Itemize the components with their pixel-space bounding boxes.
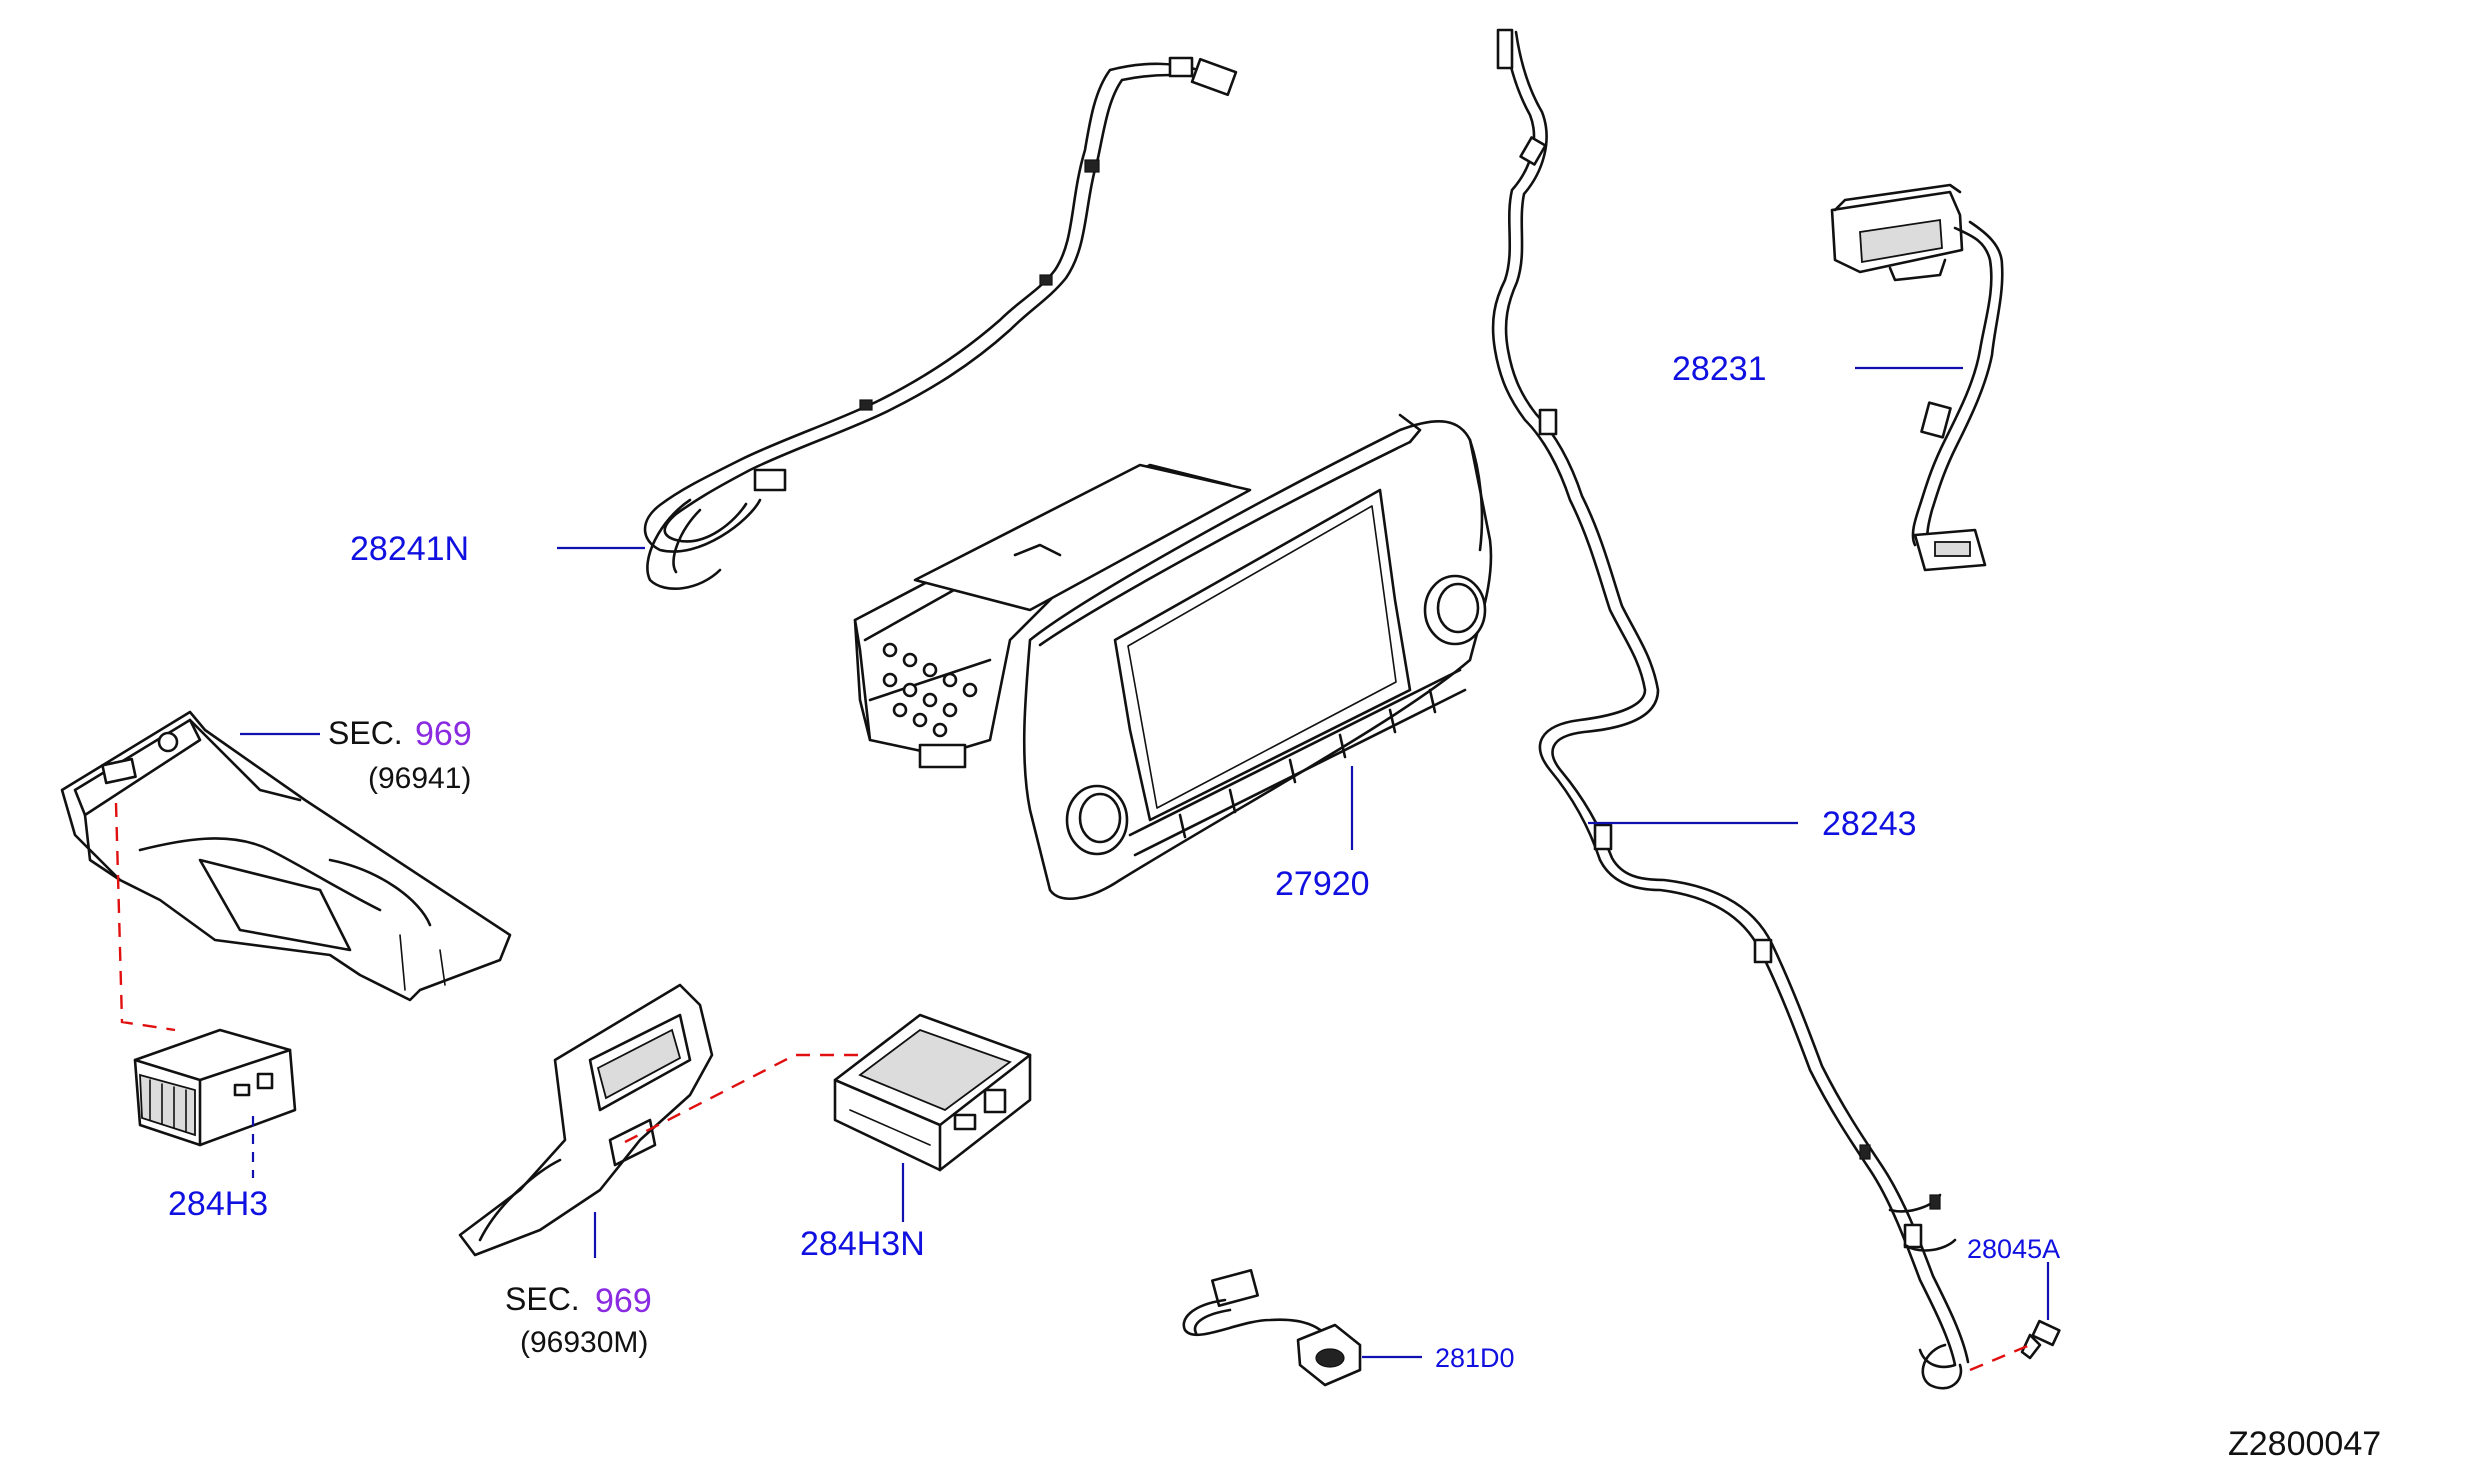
- part-number-281d0[interactable]: 281D0: [1435, 1343, 1515, 1373]
- sec-label-96941: SEC.: [328, 715, 403, 751]
- part-number-28241n[interactable]: 28241N: [350, 530, 469, 568]
- console-96930m-drawing: [458, 983, 714, 1257]
- part-number-27920[interactable]: 27920: [1275, 865, 1370, 903]
- harness-28241n-drawing: [643, 56, 1238, 591]
- diagram-code: Z2800047: [2228, 1425, 2381, 1463]
- bolt-28045a-drawing: [2020, 1319, 2061, 1360]
- sec-link-969-96930m[interactable]: 969: [595, 1282, 652, 1320]
- part-number-28045a[interactable]: 28045A: [1967, 1234, 2060, 1264]
- part-number-284h3n[interactable]: 284H3N: [800, 1225, 925, 1263]
- sec-subref-96930m: (96930M): [520, 1326, 648, 1359]
- vent-holes: [882, 642, 978, 738]
- usb-284h3-drawing: [133, 1028, 297, 1147]
- sec-subref-96941: (96941): [368, 762, 471, 795]
- part-number-28231[interactable]: 28231: [1672, 350, 1767, 388]
- unit-28231-drawing: [1830, 183, 2004, 572]
- sec-link-969-96941[interactable]: 969: [415, 715, 472, 753]
- audio-unit-27920-drawing: [853, 413, 1493, 901]
- mic-281d0-drawing: [1182, 1268, 1362, 1387]
- usb-284h3n-drawing: [833, 1013, 1032, 1172]
- dash-96941-to-284h3: [114, 802, 176, 1032]
- sec-label-96930m: SEC.: [505, 1281, 580, 1317]
- harness-28243-drawing: [1491, 28, 1970, 1390]
- part-number-28243[interactable]: 28243: [1822, 805, 1917, 843]
- dash-28243-to-28045a: [1969, 1343, 2031, 1372]
- console-96941-drawing: [60, 710, 512, 1002]
- part-number-284h3[interactable]: 284H3: [168, 1185, 268, 1223]
